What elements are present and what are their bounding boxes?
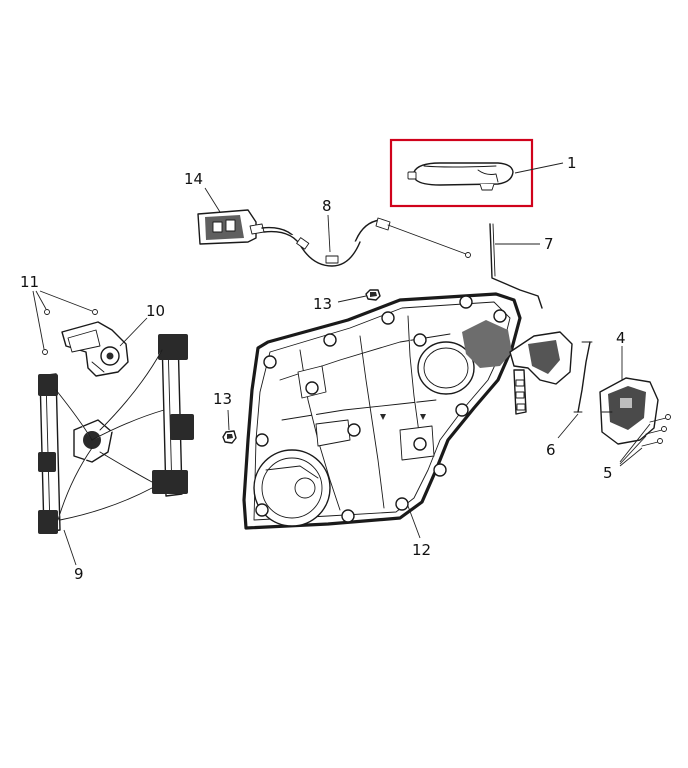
part-9-window-regulator[interactable] [38, 334, 194, 534]
leader-5b [619, 435, 647, 465]
leader-9 [63, 529, 77, 566]
callout-8: 8 [322, 197, 332, 215]
callout-12: 12 [412, 541, 431, 559]
callout-7: 7 [544, 235, 554, 253]
leader-6 [557, 413, 579, 439]
callout-9: 9 [74, 565, 84, 583]
callout-6: 6 [546, 441, 556, 459]
part-6-latch-rod[interactable] [573, 341, 593, 413]
leader-14 [204, 187, 221, 213]
leader-11b [35, 290, 47, 310]
part-13-nut-lower[interactable] [222, 430, 237, 444]
part-11-screws[interactable] [42, 309, 98, 355]
part-4-door-latch[interactable] [599, 377, 659, 445]
leader-5c [619, 447, 643, 467]
callout-10: 10 [146, 302, 165, 320]
door-latch-assembly[interactable] [509, 331, 573, 415]
leader-13b [227, 409, 230, 431]
leader-11c [32, 290, 45, 350]
callout-5: 5 [603, 464, 613, 482]
callout-11: 11 [20, 273, 39, 291]
part-1-exterior-handle[interactable] [389, 138, 534, 208]
part-13-nut-upper[interactable] [365, 289, 381, 301]
leader-13a [337, 295, 367, 303]
part-5-latch-screws[interactable] [641, 414, 671, 447]
callout-14: 14 [184, 170, 203, 188]
part-8-release-cable[interactable] [261, 217, 471, 267]
part-12-door-module-panel[interactable] [242, 292, 522, 530]
part-10-window-motor[interactable] [61, 321, 129, 377]
part-14-door-lock-module[interactable] [197, 209, 265, 245]
leader-12 [407, 505, 421, 539]
part-7-lock-rod[interactable] [489, 223, 543, 309]
callout-13a: 13 [313, 295, 332, 313]
callout-13b: 13 [213, 390, 232, 408]
leader-8 [327, 214, 331, 253]
leader-10 [119, 317, 148, 347]
leader-5a [619, 423, 651, 463]
callout-4: 4 [616, 329, 626, 347]
highlight-box [389, 138, 534, 208]
leader-1 [514, 162, 564, 174]
leader-11a [39, 290, 93, 312]
callout-1: 1 [567, 154, 577, 172]
